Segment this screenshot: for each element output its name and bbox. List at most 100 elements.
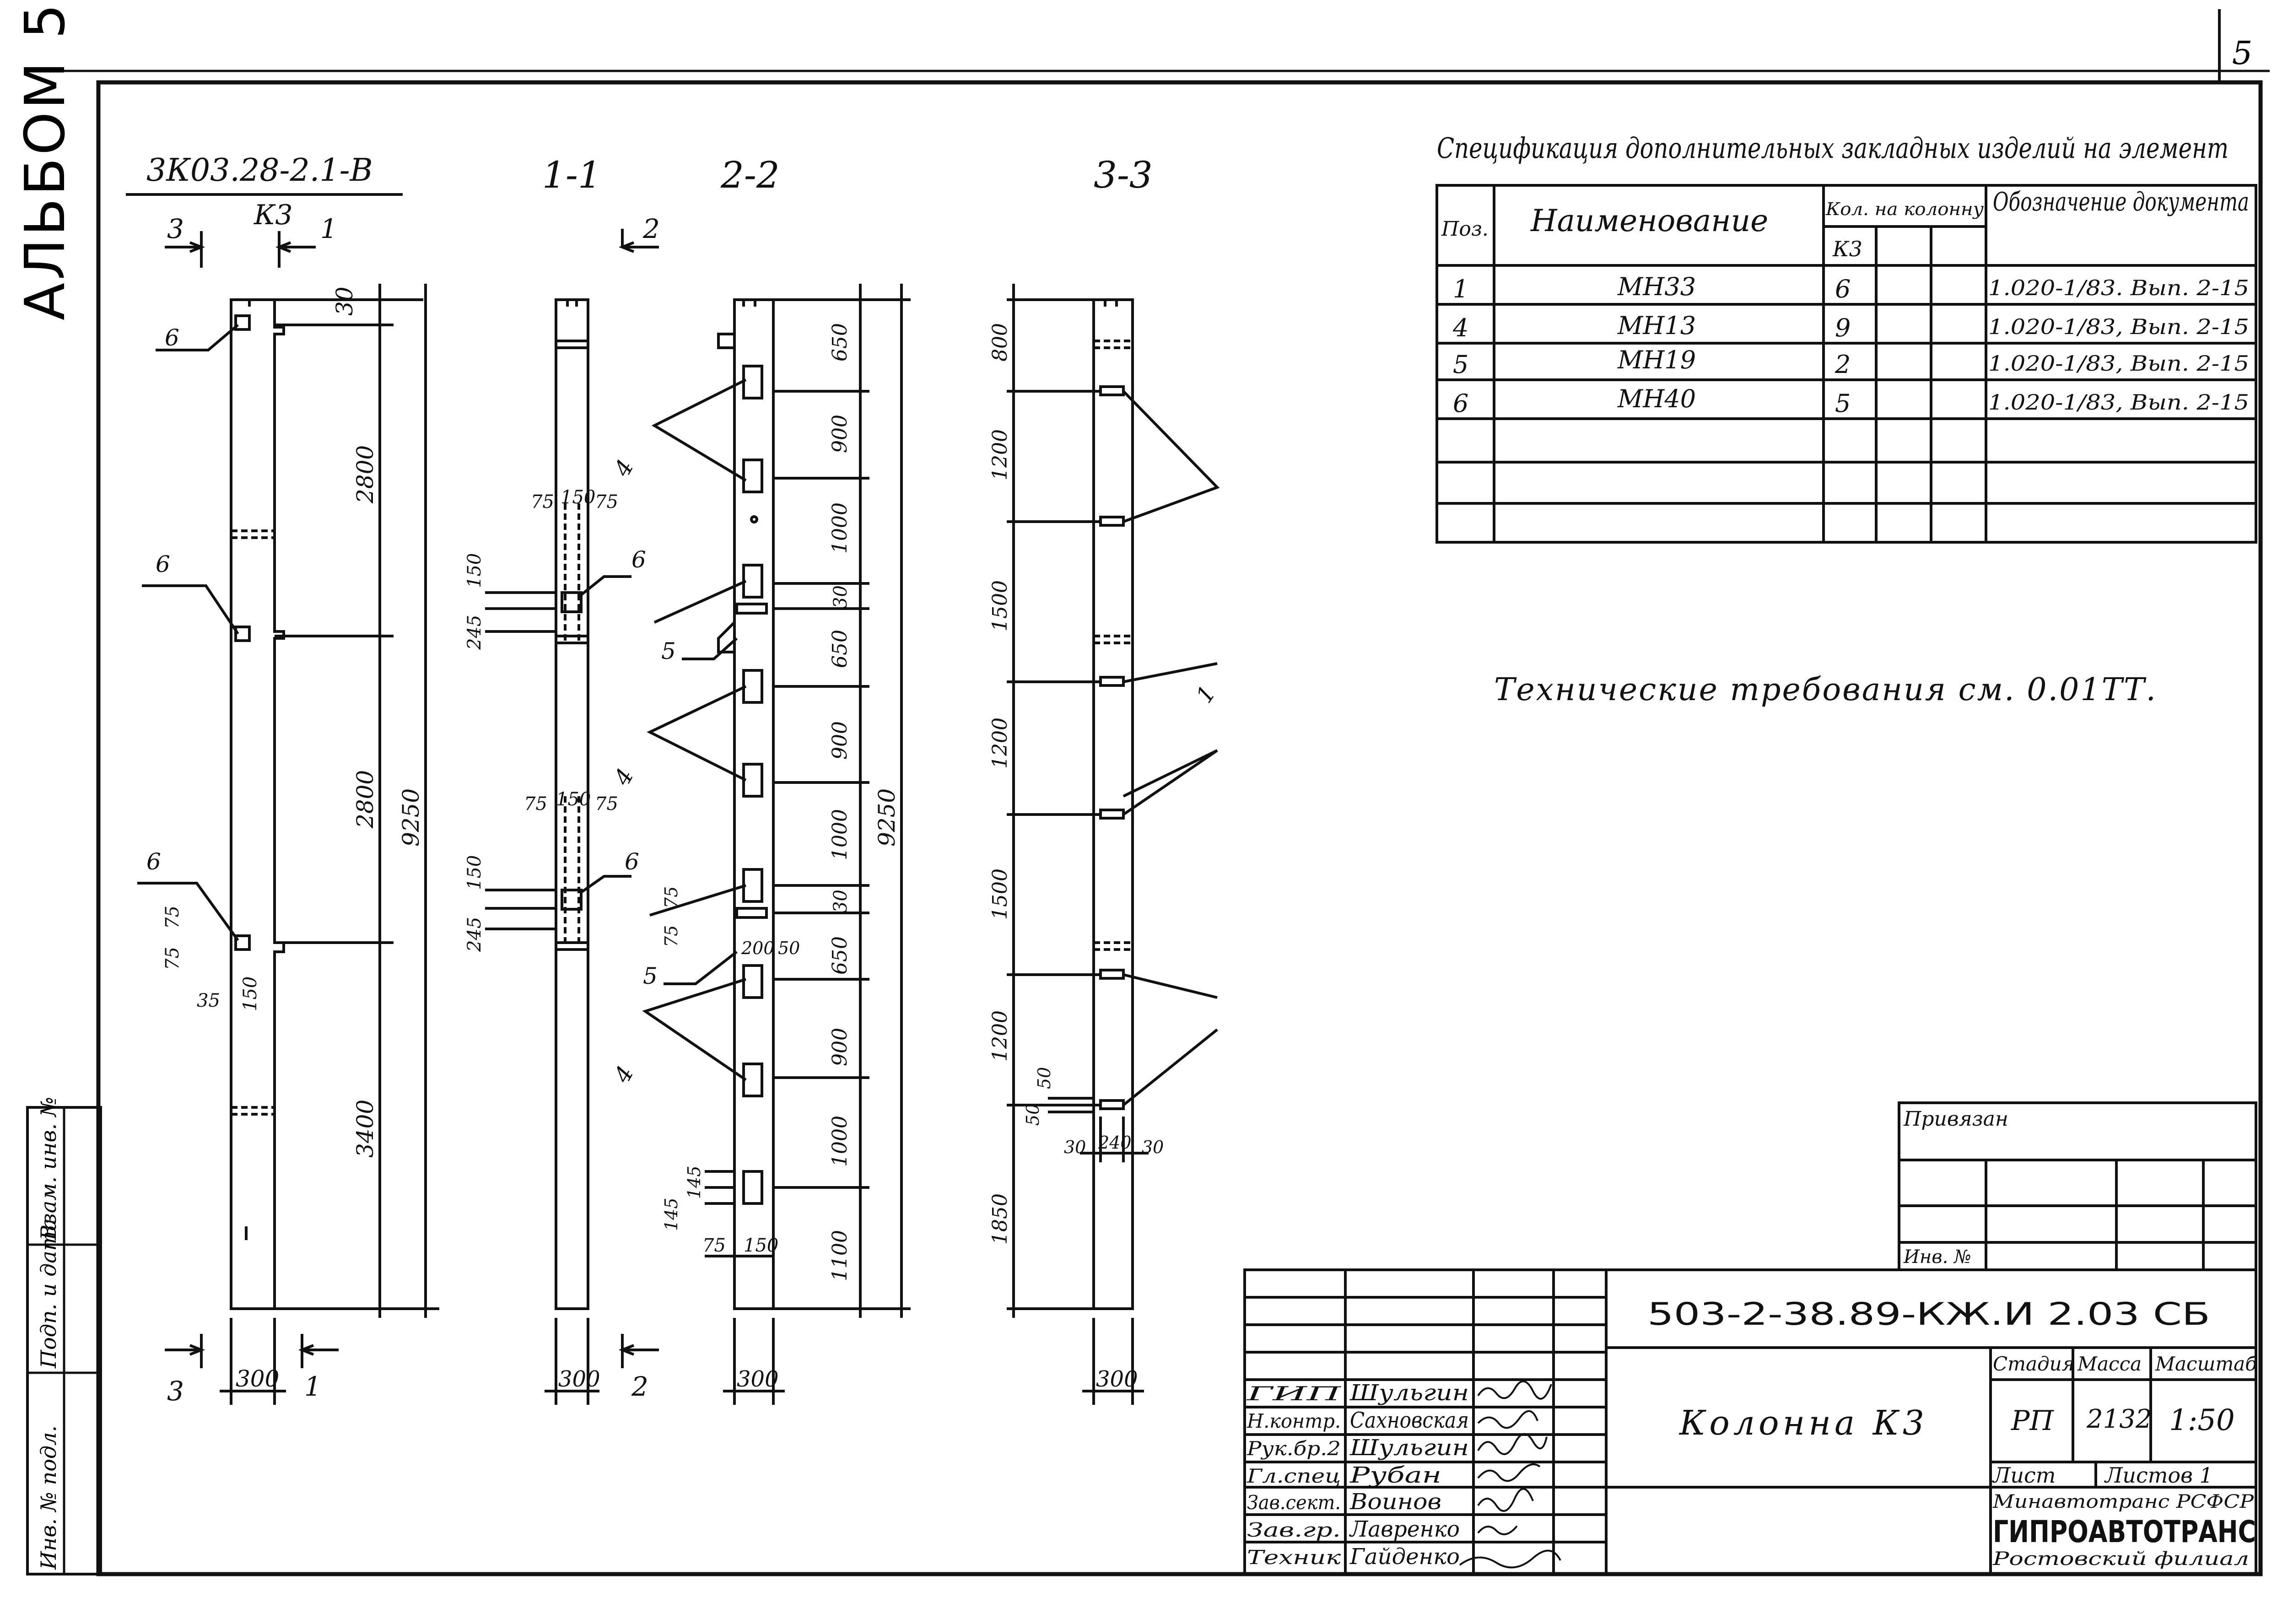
svg-text:5: 5	[661, 638, 676, 664]
spec-row-doc: 1.020-1/83, Вып. 2-15	[1988, 390, 2249, 415]
staff-name: Шульгин	[1349, 1435, 1469, 1461]
margin-stamp: Инв. № подл. Подп. и дата Взам. инв. №	[26, 1097, 102, 1575]
svg-text:1850: 1850	[988, 1193, 1012, 1245]
svg-text:300: 300	[737, 1366, 779, 1392]
svg-text:1: 1	[304, 1371, 321, 1402]
svg-text:150: 150	[561, 487, 595, 508]
svg-text:3: 3	[167, 1376, 184, 1407]
spec-header-qty-sub: К3	[1832, 237, 1862, 261]
spec-table: Спецификация дополнительных закладных из…	[1435, 131, 2257, 544]
svg-text:75: 75	[595, 491, 618, 513]
svg-text:3: 3	[167, 213, 184, 244]
spec-row-qty: 5	[1835, 389, 1851, 418]
svg-text:50: 50	[778, 938, 800, 958]
svg-text:150: 150	[556, 789, 591, 810]
mass-value: 2132	[2086, 1404, 2152, 1434]
svg-text:1000: 1000	[828, 809, 852, 860]
spec-row-doc: 1.020-1/83. Вып. 2-15	[1988, 275, 2249, 300]
staff-name: Воинов	[1349, 1489, 1441, 1515]
sheet-number: 5	[2232, 34, 2253, 72]
signatures	[1459, 1380, 1561, 1569]
svg-text:245: 245	[464, 615, 485, 650]
title-block	[1243, 1268, 2257, 1575]
section-1-1-title: 1-1	[542, 154, 601, 196]
svg-text:150: 150	[744, 1235, 778, 1256]
drawing-frame	[96, 80, 2263, 1576]
svg-text:245: 245	[464, 917, 485, 952]
privyazan-block	[1898, 1101, 2257, 1271]
svg-text:1500: 1500	[988, 869, 1012, 920]
svg-text:1100: 1100	[828, 1230, 852, 1281]
spec-row-pos: 4	[1452, 313, 1468, 342]
svg-text:900: 900	[828, 721, 852, 760]
view-section-1-1	[485, 229, 659, 1405]
spec-header-pos: Поз.	[1441, 217, 1489, 241]
spec-title: Спецификация дополнительных закладных из…	[1437, 131, 2229, 165]
svg-text:35: 35	[197, 990, 220, 1011]
staff-name: Гайденко	[1349, 1544, 1460, 1570]
svg-text:240: 240	[1098, 1133, 1132, 1153]
svg-text:6: 6	[631, 546, 646, 573]
staff-role: Зав.сект.	[1247, 1491, 1341, 1514]
svg-text:1200: 1200	[988, 429, 1012, 480]
svg-text:75: 75	[531, 491, 554, 513]
svg-text:30: 30	[1142, 1137, 1164, 1157]
stage-value: РП	[2011, 1405, 2054, 1437]
svg-text:1500: 1500	[988, 580, 1012, 631]
spec-row-pos: 5	[1453, 350, 1468, 379]
section-2-2-title: 2-2	[720, 154, 780, 196]
staff-name: Сахновская	[1350, 1408, 1469, 1433]
svg-text:4: 4	[609, 764, 639, 790]
svg-text:75: 75	[162, 947, 183, 970]
svg-text:75: 75	[162, 906, 183, 929]
svg-text:1200: 1200	[988, 718, 1012, 769]
scale-label: Масштаб	[2155, 1353, 2257, 1375]
tech-note: Технические требования см. 0.01ТТ.	[1494, 672, 2158, 708]
svg-text:300: 300	[1096, 1366, 1138, 1392]
section-3-3-title: 3-3	[1094, 154, 1153, 196]
stamp-inv-podl: Инв. № подл.	[36, 1425, 61, 1570]
svg-text:150: 150	[240, 977, 261, 1011]
staff-role: Рук.бр.2	[1247, 1437, 1341, 1460]
callout-6a: 6	[165, 324, 179, 351]
spec-row-pos: 1	[1453, 275, 1468, 303]
svg-text:75: 75	[661, 925, 681, 947]
svg-text:1000: 1000	[828, 502, 852, 554]
stamp-vzam-inv: Взам. инв. №	[36, 1097, 61, 1241]
staff-role: Зав.гр.	[1247, 1519, 1341, 1541]
scale-value: 1:50	[2169, 1403, 2235, 1437]
spec-header-name: Наименование	[1530, 203, 1768, 238]
spec-row-qty: 9	[1835, 313, 1851, 342]
privyazan-inv-label: Инв. №	[1903, 1246, 1971, 1268]
stage-label: Стадия	[1993, 1353, 2074, 1375]
svg-text:4: 4	[609, 455, 639, 481]
svg-text:30: 30	[830, 890, 851, 913]
spec-row-name: МН19	[1617, 345, 1696, 374]
svg-text:2: 2	[642, 213, 660, 244]
svg-text:150: 150	[464, 855, 485, 890]
privyazan-label: Привязан	[1903, 1107, 2008, 1131]
svg-text:1: 1	[320, 213, 337, 244]
spec-row-pos: 6	[1453, 389, 1468, 418]
svg-text:75: 75	[595, 793, 618, 815]
svg-text:75: 75	[661, 886, 681, 908]
spec-row-qty: 2	[1835, 350, 1851, 379]
branch: Ростовский филиал	[1992, 1548, 2249, 1570]
sheet-label: Лист	[1992, 1463, 2056, 1488]
spec-header-qty: Кол. на колонну	[1825, 199, 1984, 219]
svg-text:145: 145	[684, 1165, 704, 1199]
svg-text:9250: 9250	[874, 788, 900, 847]
svg-text:2800: 2800	[352, 445, 378, 504]
album-label: АЛЬБОМ 5	[14, 1, 77, 320]
svg-text:30: 30	[1064, 1137, 1086, 1157]
svg-text:30: 30	[331, 286, 358, 316]
staff-role: Техник	[1247, 1546, 1341, 1569]
stamp-podp-data: Подп. и дата	[36, 1218, 61, 1369]
staff-role: Гл.спец	[1247, 1465, 1341, 1487]
staff-name: Шульгин	[1349, 1380, 1469, 1406]
org-name: ГИПРОАВТОТРАНС	[1993, 1514, 2256, 1549]
callout-6c: 6	[146, 848, 161, 875]
svg-text:2800: 2800	[352, 770, 378, 829]
spec-row-doc: 1.020-1/83, Вып. 2-15	[1988, 351, 2249, 376]
